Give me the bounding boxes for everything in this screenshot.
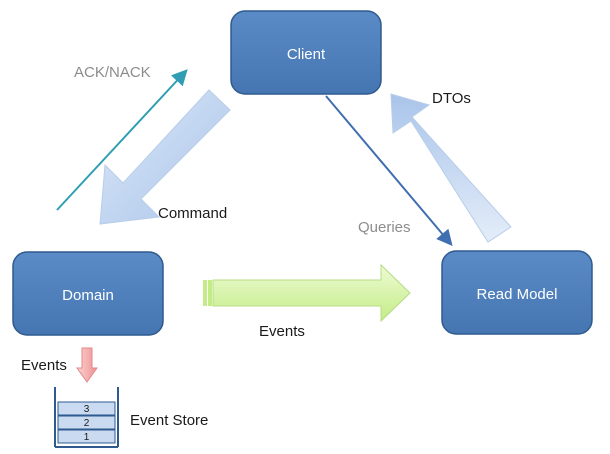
stack-item-label: 3 (84, 404, 90, 415)
ack-nack-arrow (56, 69, 188, 211)
read-model-node: Read Model (441, 250, 593, 335)
command-label: Command (158, 205, 227, 222)
read-model-label: Read Model (477, 286, 558, 303)
store-events-arrow (76, 347, 98, 383)
events-label: Events (259, 323, 305, 340)
dtos-arrow (390, 93, 512, 243)
domain-node: Domain (12, 251, 164, 336)
stack-item-label: 2 (84, 418, 90, 429)
stack-item: 3 (57, 401, 116, 416)
domain-label: Domain (62, 287, 114, 304)
event-store-stack: 3 2 1 (54, 387, 119, 448)
command-arrow (99, 89, 231, 225)
queries-label: Queries (358, 219, 411, 236)
event-store-label: Event Store (130, 412, 208, 429)
stack-item: 2 (57, 415, 116, 430)
client-node: Client (230, 10, 382, 95)
stack-item: 1 (57, 429, 116, 444)
client-label: Client (287, 46, 326, 63)
events-arrow (203, 263, 411, 323)
queries-arrow (325, 95, 453, 247)
ack-nack-label: ACK/NACK (74, 64, 151, 81)
stack-item-label: 1 (84, 432, 90, 443)
dtos-label: DTOs (432, 90, 471, 107)
store-events-label: Events (21, 357, 67, 374)
